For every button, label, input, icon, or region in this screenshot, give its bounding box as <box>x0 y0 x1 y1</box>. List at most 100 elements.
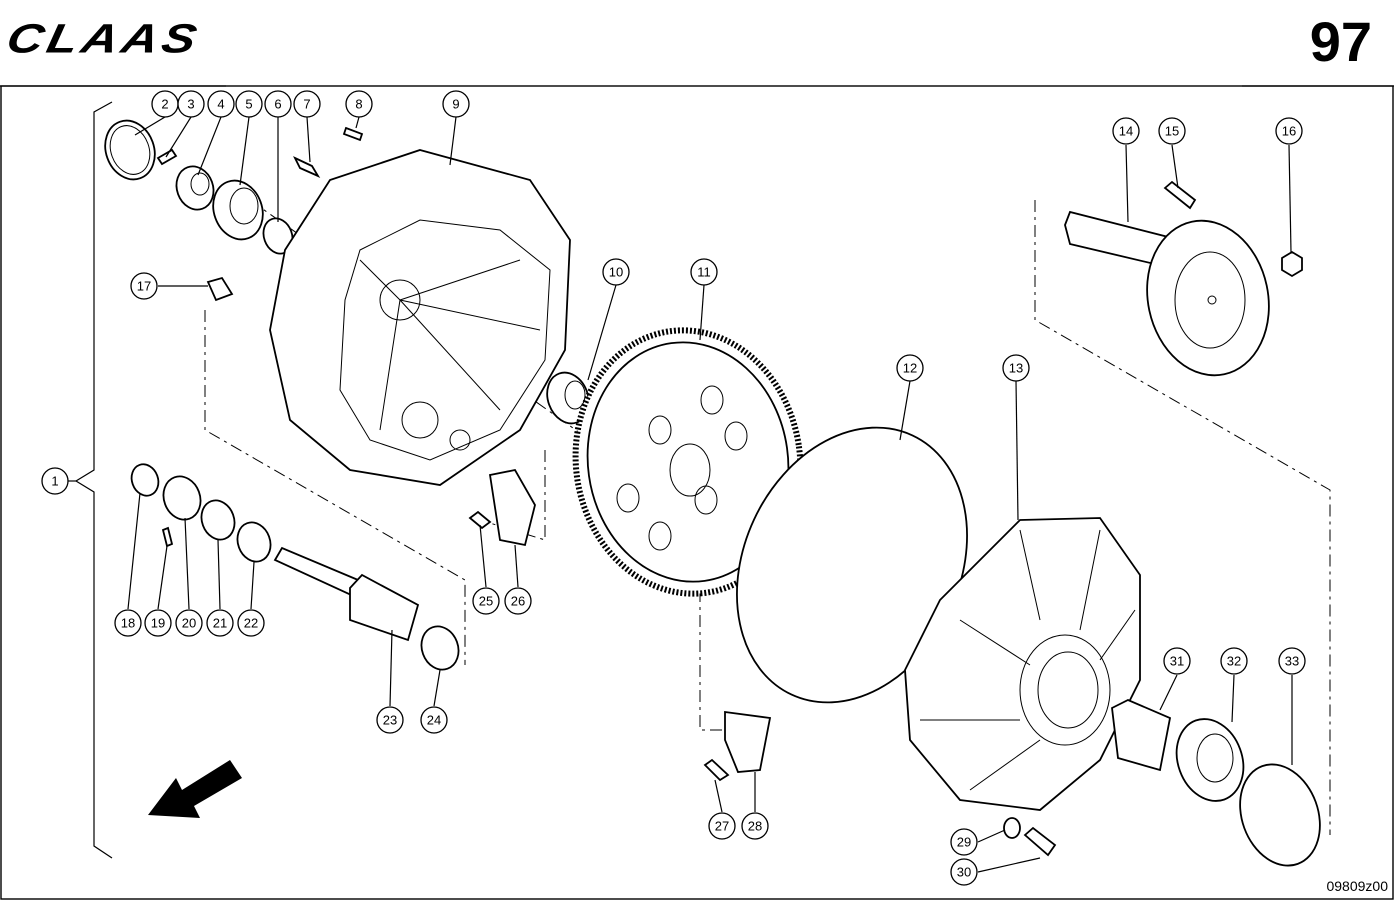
callout-17: 17 <box>130 272 158 300</box>
callout-10: 10 <box>602 258 630 286</box>
drain-plug-part <box>206 276 234 302</box>
centerline-left <box>204 310 466 665</box>
screw-part <box>156 148 178 166</box>
ring-gear-part <box>572 327 804 597</box>
svg-text:30: 30 <box>957 865 971 880</box>
leader-lines <box>68 116 1293 873</box>
gear-housing-part <box>269 149 571 486</box>
centerline-right <box>1034 200 1331 835</box>
washer-part-29 <box>1003 817 1021 839</box>
svg-text:28: 28 <box>748 819 762 834</box>
gearbox-cover-part <box>904 517 1141 811</box>
page-number: 97 <box>1309 10 1372 73</box>
nut-part <box>1281 250 1303 278</box>
svg-text:15: 15 <box>1165 124 1179 139</box>
callout-7: 7 <box>293 90 321 118</box>
bolt-part-upper <box>1163 180 1197 210</box>
callout-2: 2 <box>151 90 179 118</box>
svg-text:29: 29 <box>957 835 971 850</box>
svg-text:14: 14 <box>1119 124 1133 139</box>
svg-text:13: 13 <box>1009 361 1023 376</box>
seal-part <box>175 165 215 211</box>
callout-4: 4 <box>207 90 235 118</box>
bushing-part <box>546 371 590 425</box>
bearing-part-24 <box>420 625 460 671</box>
callout-14: 14 <box>1112 117 1140 145</box>
svg-text:33: 33 <box>1285 654 1299 669</box>
nut-part-20 <box>162 475 202 521</box>
callout-22: 22 <box>237 609 265 637</box>
callout-6: 6 <box>264 90 292 118</box>
svg-text:10: 10 <box>609 265 623 280</box>
callout-15: 15 <box>1158 117 1186 145</box>
drawing-id: 09809z00 <box>1326 878 1388 894</box>
sleeve-part-31 <box>1111 699 1172 772</box>
callout-13: 13 <box>1002 354 1030 382</box>
snap-ring-part-33 <box>1239 763 1321 867</box>
svg-text:25: 25 <box>479 594 493 609</box>
svg-text:21: 21 <box>213 616 227 631</box>
key-part-19 <box>161 526 174 548</box>
svg-text:24: 24 <box>427 713 441 728</box>
callout-20: 20 <box>175 609 203 637</box>
svg-text:8: 8 <box>355 97 362 112</box>
svg-text:5: 5 <box>245 97 252 112</box>
callout-24: 24 <box>420 706 448 734</box>
callout-19: 19 <box>144 609 172 637</box>
callout-28: 28 <box>741 812 769 840</box>
callout-25: 25 <box>472 587 500 615</box>
callout-21: 21 <box>206 609 234 637</box>
callout-31: 31 <box>1163 647 1191 675</box>
callout-26: 26 <box>504 587 532 615</box>
callout-1: 1 <box>41 467 69 495</box>
svg-text:22: 22 <box>244 616 258 631</box>
screw-part-25 <box>468 510 492 530</box>
callout-32: 32 <box>1220 647 1248 675</box>
svg-text:23: 23 <box>383 713 397 728</box>
svg-text:27: 27 <box>715 819 729 834</box>
callout-27: 27 <box>708 812 736 840</box>
svg-text:20: 20 <box>182 616 196 631</box>
svg-text:11: 11 <box>697 265 711 280</box>
svg-text:16: 16 <box>1282 124 1296 139</box>
direction-arrow-icon <box>148 760 242 818</box>
callout-3: 3 <box>177 90 205 118</box>
svg-text:6: 6 <box>274 97 281 112</box>
frame-border <box>0 85 1394 900</box>
svg-text:31: 31 <box>1170 654 1184 669</box>
plug-part <box>342 126 364 142</box>
svg-text:19: 19 <box>151 616 165 631</box>
screw-part-27 <box>703 758 730 782</box>
svg-text:4: 4 <box>217 97 224 112</box>
input-shaft-part <box>273 546 420 642</box>
bracket-part-28 <box>724 710 772 773</box>
svg-text:12: 12 <box>903 361 917 376</box>
callout-9: 9 <box>442 90 470 118</box>
callout-11: 11 <box>690 258 718 286</box>
bearing-part-upper <box>212 179 264 241</box>
callout-23: 23 <box>376 706 404 734</box>
o-ring-part-21 <box>200 499 236 541</box>
svg-text:3: 3 <box>187 97 194 112</box>
svg-text:2: 2 <box>161 97 168 112</box>
svg-text:17: 17 <box>137 279 151 294</box>
callout-16: 16 <box>1275 117 1303 145</box>
assembly-bracket <box>74 101 113 859</box>
svg-text:9: 9 <box>452 97 459 112</box>
ring-part-18 <box>130 463 160 497</box>
callout-12: 12 <box>896 354 924 382</box>
svg-text:7: 7 <box>303 97 310 112</box>
callout-30: 30 <box>950 858 978 886</box>
bearing-part-22 <box>236 521 272 563</box>
callout-8: 8 <box>345 90 373 118</box>
callout-5: 5 <box>235 90 263 118</box>
output-shaft-part <box>1064 210 1270 377</box>
bolt-part-30 <box>1023 826 1057 857</box>
svg-text:32: 32 <box>1227 654 1241 669</box>
svg-text:26: 26 <box>511 594 525 609</box>
svg-text:18: 18 <box>121 616 135 631</box>
callout-18: 18 <box>114 609 142 637</box>
svg-text:1: 1 <box>51 474 58 489</box>
callout-29: 29 <box>950 828 978 856</box>
